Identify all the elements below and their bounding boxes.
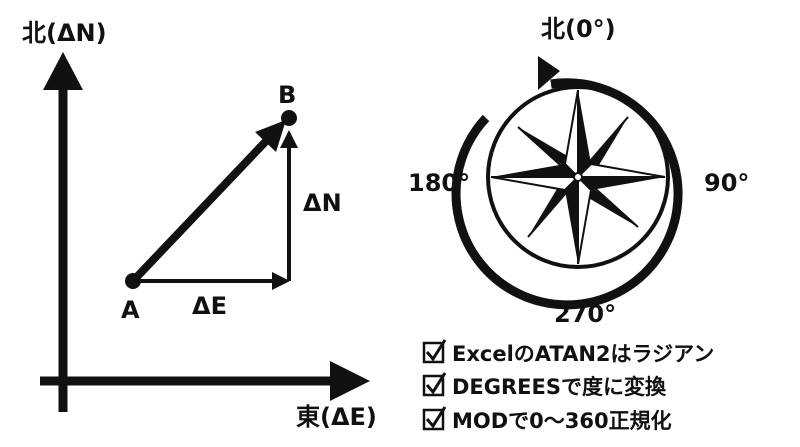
checklist-item: DEGREESで度に変換 xyxy=(422,372,667,399)
compass-rotation-arrowhead xyxy=(538,56,560,90)
ab-vector-line xyxy=(130,136,271,284)
point-b-label: B xyxy=(278,81,296,109)
checklist-item-text: ExcelのATAN2はラジアン xyxy=(452,342,714,366)
checklist-item: ExcelのATAN2はラジアン xyxy=(422,339,714,366)
checklist: ExcelのATAN2はラジアン DEGREESで度に変換 MODで0〜360正… xyxy=(422,339,714,433)
compass-north-label: 北(0°) xyxy=(541,15,616,43)
east-axis-arrowhead xyxy=(330,361,370,401)
compass-inner-ring xyxy=(486,85,670,269)
delta-n-label: ΔN xyxy=(303,189,342,217)
compass-east-label: 90° xyxy=(704,169,749,197)
checkbox-checked-icon xyxy=(422,339,447,364)
checklist-item-text: MODで0〜360正規化 xyxy=(452,409,672,433)
point-a-label: A xyxy=(121,296,140,324)
checkbox-checked-icon xyxy=(422,406,447,431)
point-a-dot xyxy=(125,273,141,289)
compass xyxy=(451,56,683,310)
north-axis-label: 北(ΔN) xyxy=(22,19,107,47)
delta-e-arrowhead xyxy=(272,272,290,290)
point-b-dot xyxy=(281,110,297,126)
coordinate-axes xyxy=(40,52,370,412)
delta-n-arrowhead xyxy=(280,130,298,148)
ab-vector-arrowhead xyxy=(255,120,286,152)
checklist-item: MODで0〜360正規化 xyxy=(422,406,672,433)
north-axis-arrowhead xyxy=(43,52,83,90)
compass-center xyxy=(573,172,583,182)
compass-rose-cardinal-points xyxy=(490,89,666,265)
compass-south-label: 270° xyxy=(554,300,616,328)
east-axis-label: 東(ΔE) xyxy=(296,403,377,431)
delta-e-label: ΔE xyxy=(192,292,227,320)
vector-triangle xyxy=(125,110,298,290)
compass-west-label: 180° xyxy=(408,169,470,197)
checkbox-checked-icon xyxy=(422,372,447,397)
checklist-item-text: DEGREESで度に変換 xyxy=(452,375,667,399)
